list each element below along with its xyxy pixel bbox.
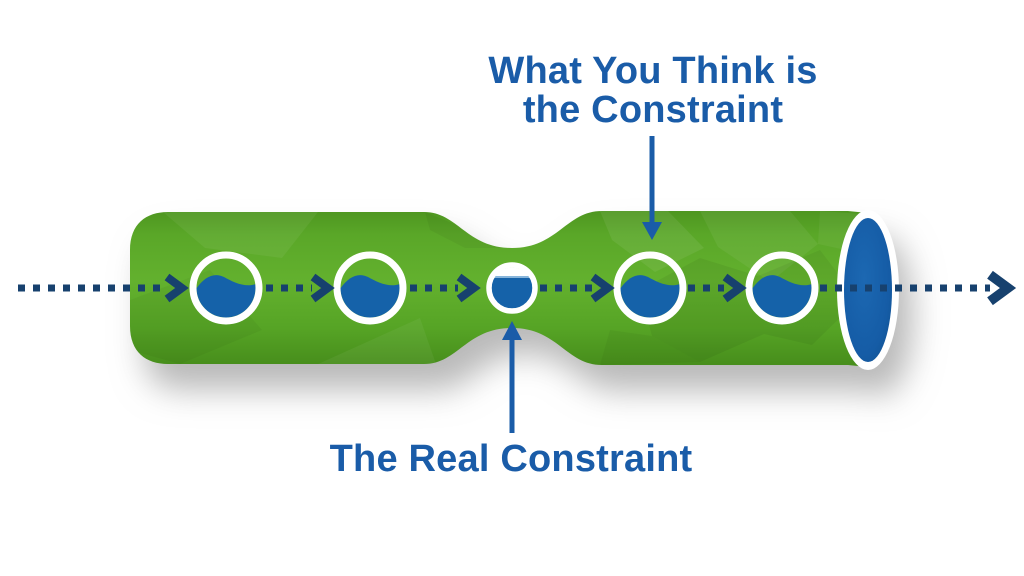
station-circle-1 (189, 251, 263, 325)
station-2-ring (333, 251, 407, 325)
station-circle-3-constraint (486, 262, 538, 314)
station-1-liquid (196, 275, 256, 318)
flow-dotted-line (18, 275, 1008, 301)
station-circle-5 (745, 251, 819, 325)
station-3-ring (486, 262, 538, 314)
perceived-constraint-line2: the Constraint (522, 89, 784, 131)
station-circle-4 (613, 251, 687, 325)
perceived-constraint-arrow (642, 136, 662, 240)
real-constraint-arrow (502, 321, 522, 433)
perceived-constraint-arrowhead (642, 222, 662, 240)
station-4-liquid (620, 275, 680, 318)
station-3-liquid (491, 276, 533, 309)
real-constraint-arrowhead (502, 321, 522, 340)
station-4-ring (613, 251, 687, 325)
station-1-ring (189, 251, 263, 325)
station-5-ring (745, 251, 819, 325)
perceived-constraint-label: What You Think is the Constraint (488, 52, 817, 130)
perceived-constraint-line1: What You Think is (488, 50, 818, 92)
real-constraint-label: The Real Constraint (329, 438, 693, 480)
station-5-liquid (752, 275, 812, 318)
station-2-liquid (340, 275, 400, 318)
station-circle-2 (333, 251, 407, 325)
